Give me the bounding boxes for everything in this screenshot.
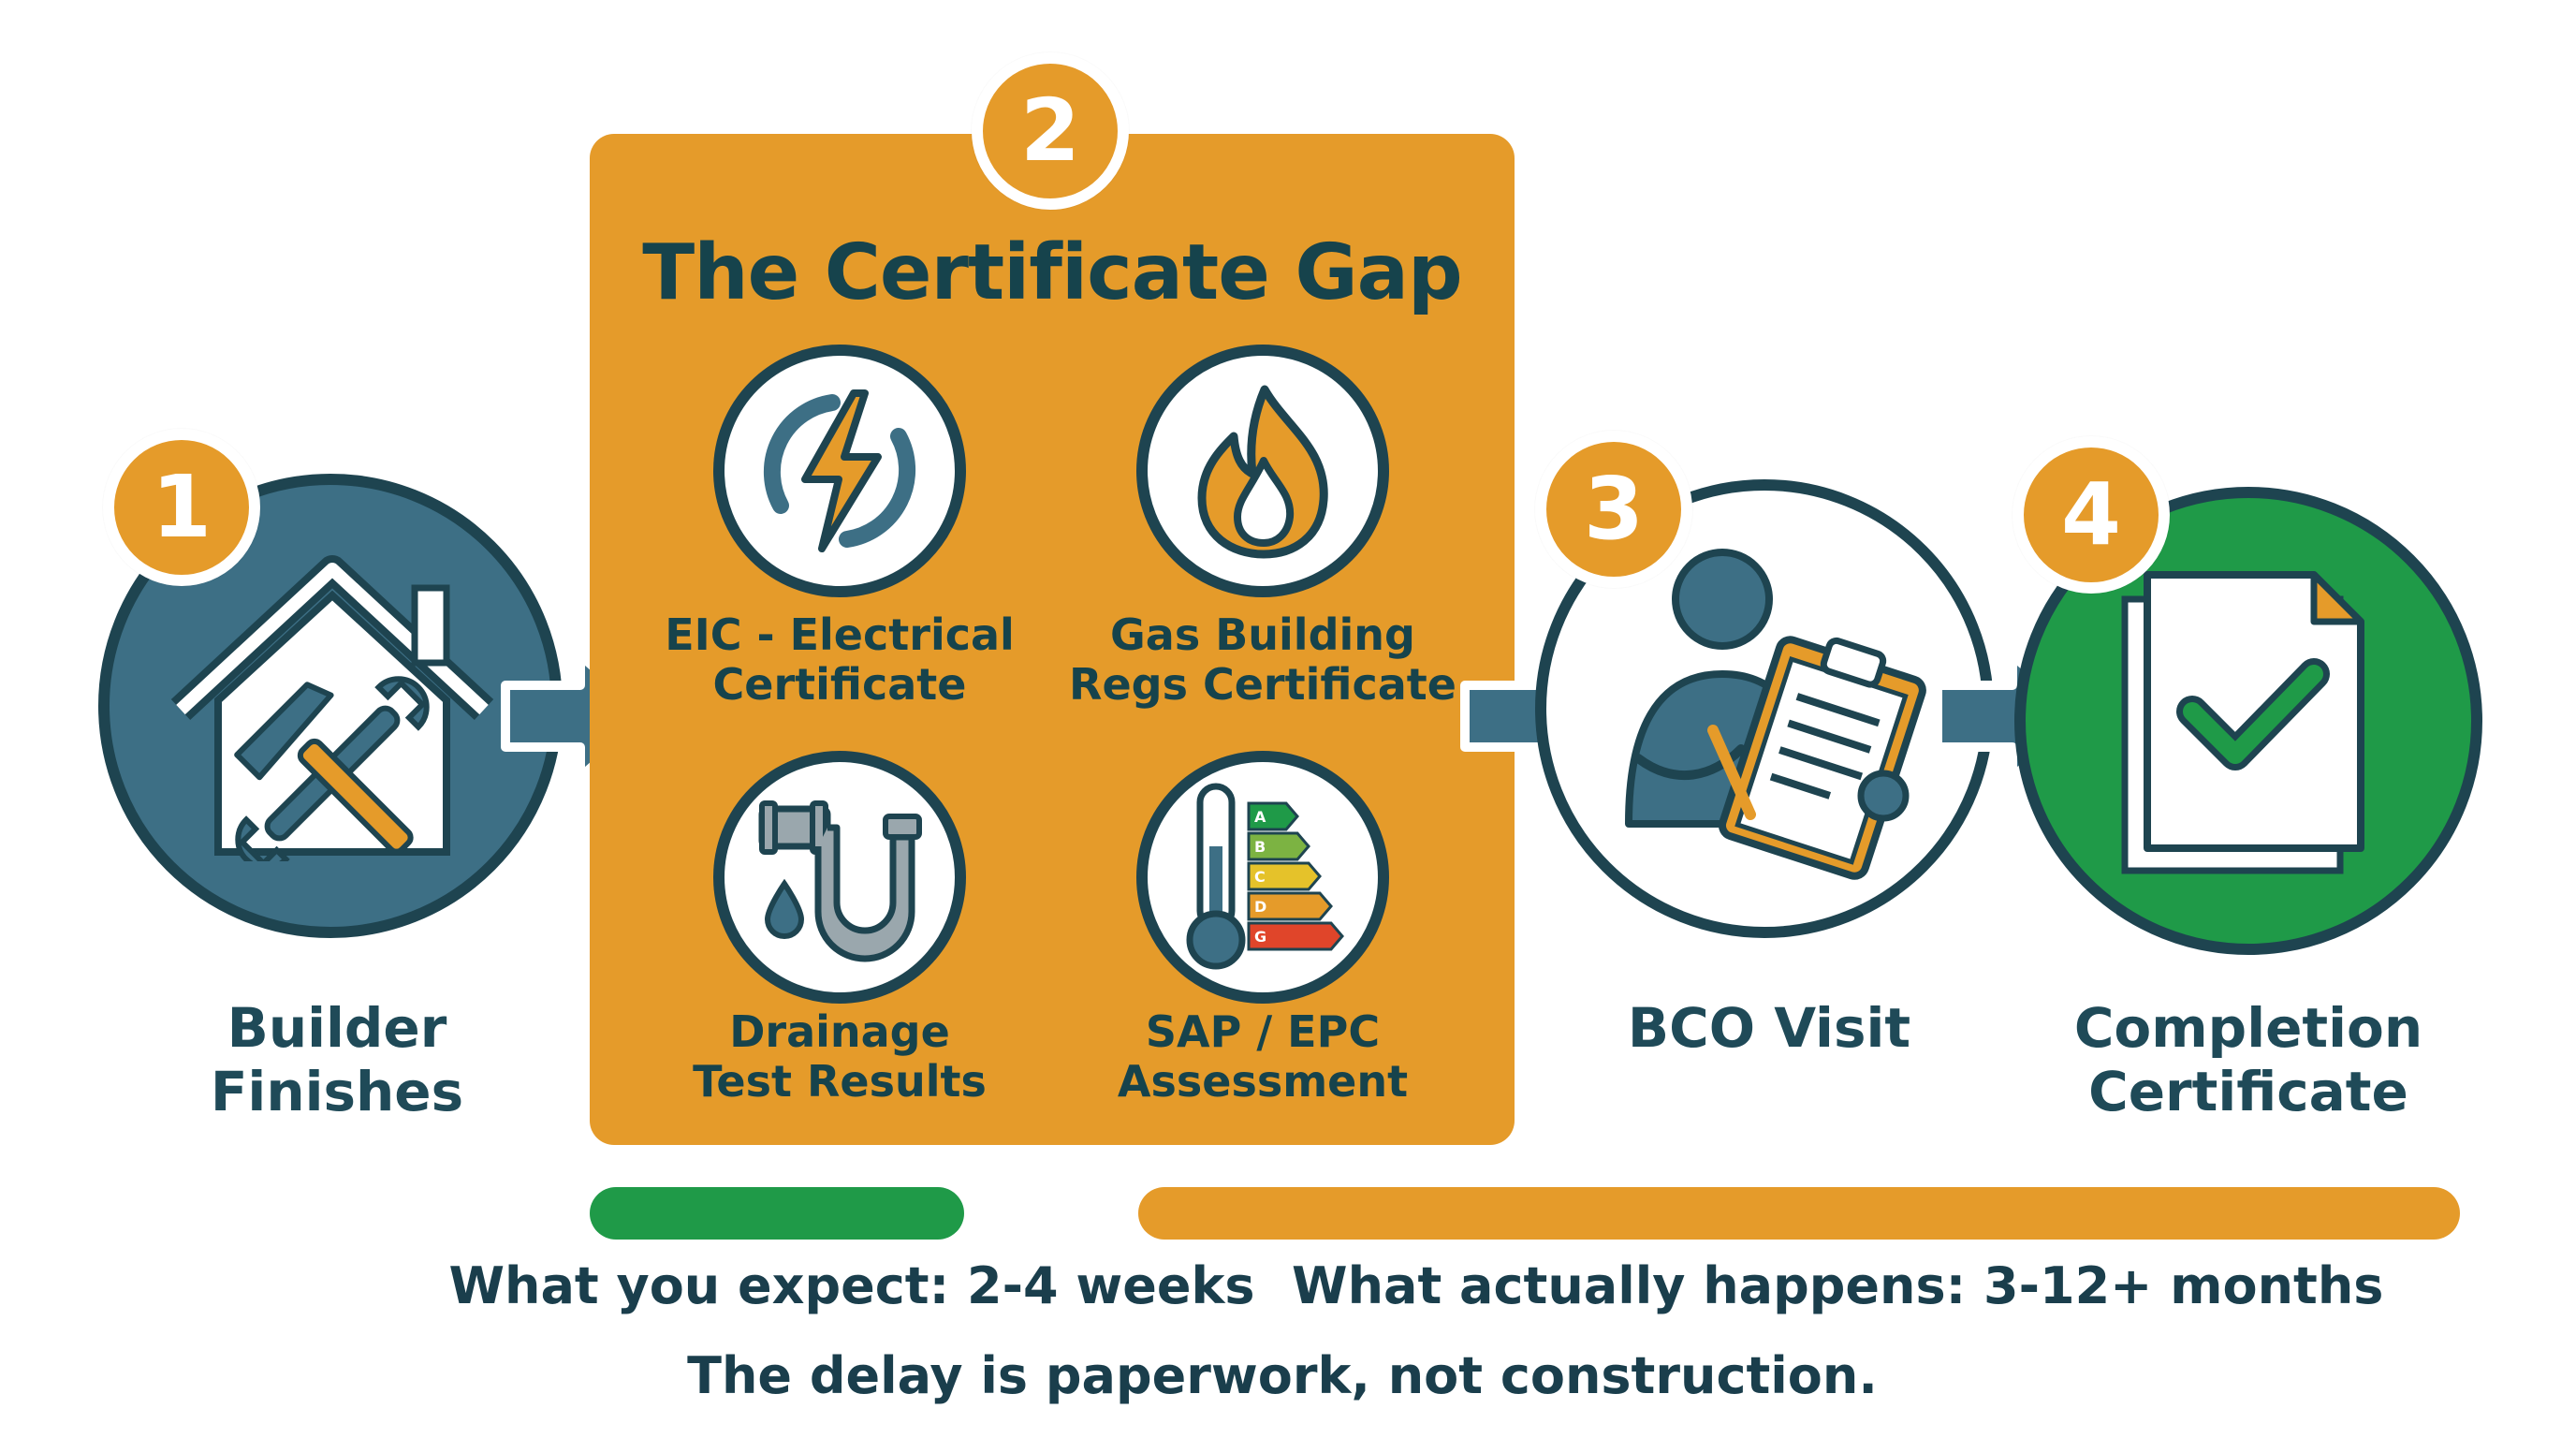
gas-label-line2: Regs Certificate: [1069, 659, 1456, 710]
expected-duration-text: What you expect: 2-4 weeks: [448, 1256, 1255, 1315]
step-1-badge: 1: [103, 429, 260, 586]
actual-duration-text: What actually happens: 3-12+ months: [1292, 1256, 2384, 1315]
step-4-label-line1: Completion: [2073, 996, 2423, 1060]
lightning-icon: [763, 389, 916, 552]
expected-duration-bar: [590, 1187, 964, 1240]
gas-label: Gas Building Regs Certificate: [1057, 610, 1469, 710]
completion-certificate-icon: [2121, 571, 2364, 874]
actual-duration-bar: [1138, 1187, 2460, 1240]
epc-band-g: G: [1254, 928, 1266, 946]
step-1-label: Builder Finishes: [140, 996, 534, 1123]
energy-rating-icon: A B C D G: [1186, 783, 1344, 970]
step-4-badge: 4: [2012, 436, 2170, 594]
drainage-label-line2: Test Results: [693, 1056, 987, 1107]
inspector-clipboard-icon: [1625, 549, 1926, 880]
step-2-badge: 2: [972, 52, 1129, 210]
drainage-label: Drainage Test Results: [634, 1007, 1046, 1107]
eic-label: EIC - Electrical Certificate: [634, 610, 1046, 710]
step-3-label: BCO Visit: [1627, 996, 1911, 1060]
eic-label-line1: EIC - Electrical: [665, 609, 1015, 660]
drain-pipe-icon: [758, 800, 922, 962]
drainage-label-line1: Drainage: [729, 1006, 950, 1057]
certificate-gap-panel: [590, 134, 1515, 1145]
eic-label-line2: Certificate: [712, 659, 967, 710]
sap-label-line2: Assessment: [1117, 1056, 1409, 1107]
flame-icon: [1197, 385, 1328, 559]
house-tools-icon: [170, 555, 494, 861]
step-1-label-line2: Finishes: [210, 1060, 464, 1123]
step-3-badge: 3: [1535, 431, 1692, 588]
gas-label-line1: Gas Building: [1110, 609, 1415, 660]
step-4-label: Completion Certificate: [2033, 996, 2464, 1123]
step-1-label-line1: Builder: [227, 996, 447, 1060]
sap-label: SAP / EPC Assessment: [1057, 1007, 1469, 1107]
step-4-label-line2: Certificate: [2088, 1060, 2408, 1123]
conclusion-text: The delay is paperwork, not construction…: [687, 1346, 1878, 1405]
sap-label-line1: SAP / EPC: [1145, 1006, 1381, 1057]
epc-band-a: A: [1254, 808, 1266, 826]
epc-band-d: D: [1254, 898, 1266, 916]
epc-band-b: B: [1254, 838, 1266, 856]
epc-band-c: C: [1254, 868, 1266, 886]
certificate-gap-title: The Certificate Gap: [642, 228, 1462, 317]
